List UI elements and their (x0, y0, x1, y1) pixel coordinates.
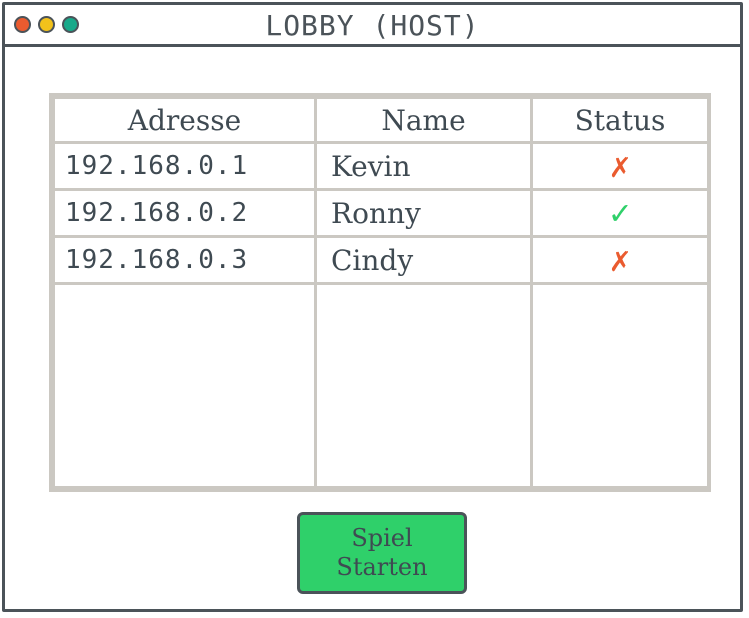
name-cell: Cindy (314, 235, 533, 285)
address-cell: 192.168.0.1 (52, 141, 317, 191)
ready-check-icon: ✓ (530, 188, 710, 238)
lobby-table: Adresse Name Status 192.168.0.1 Kevin ✗ … (49, 93, 711, 492)
table-row[interactable]: 192.168.0.1 Kevin ✗ (52, 141, 710, 191)
table-header-row: Adresse Name Status (52, 96, 710, 144)
name-cell: Ronny (314, 188, 533, 238)
address-cell: 192.168.0.3 (52, 235, 317, 285)
table-row[interactable]: 192.168.0.2 Ronny ✓ (52, 188, 710, 238)
column-header-status: Status (530, 96, 710, 144)
start-button-label-line-1: Spiel (351, 524, 413, 553)
title-bar: LOBBY (HOST) (5, 5, 740, 47)
address-cell: 192.168.0.2 (52, 188, 317, 238)
name-cell: Kevin (314, 141, 533, 191)
window-title: LOBBY (HOST) (265, 9, 480, 42)
close-dot-icon[interactable] (14, 16, 31, 33)
table-row[interactable]: 192.168.0.3 Cindy ✗ (52, 235, 710, 285)
start-button-label-line-2: Starten (336, 553, 428, 581)
maximize-dot-icon[interactable] (62, 16, 79, 33)
start-game-button[interactable]: Spiel Starten (297, 512, 467, 594)
empty-address-cell (52, 282, 317, 489)
empty-table-area (52, 282, 710, 489)
column-header-name: Name (314, 96, 533, 144)
not-ready-icon: ✗ (530, 141, 710, 191)
empty-status-cell (530, 282, 710, 489)
empty-name-cell (314, 282, 533, 489)
column-header-address: Adresse (52, 96, 317, 144)
lobby-window: LOBBY (HOST) Adresse Name Status 192.168… (2, 2, 743, 612)
minimize-dot-icon[interactable] (38, 16, 55, 33)
window-controls (14, 16, 79, 33)
not-ready-icon: ✗ (530, 235, 710, 285)
